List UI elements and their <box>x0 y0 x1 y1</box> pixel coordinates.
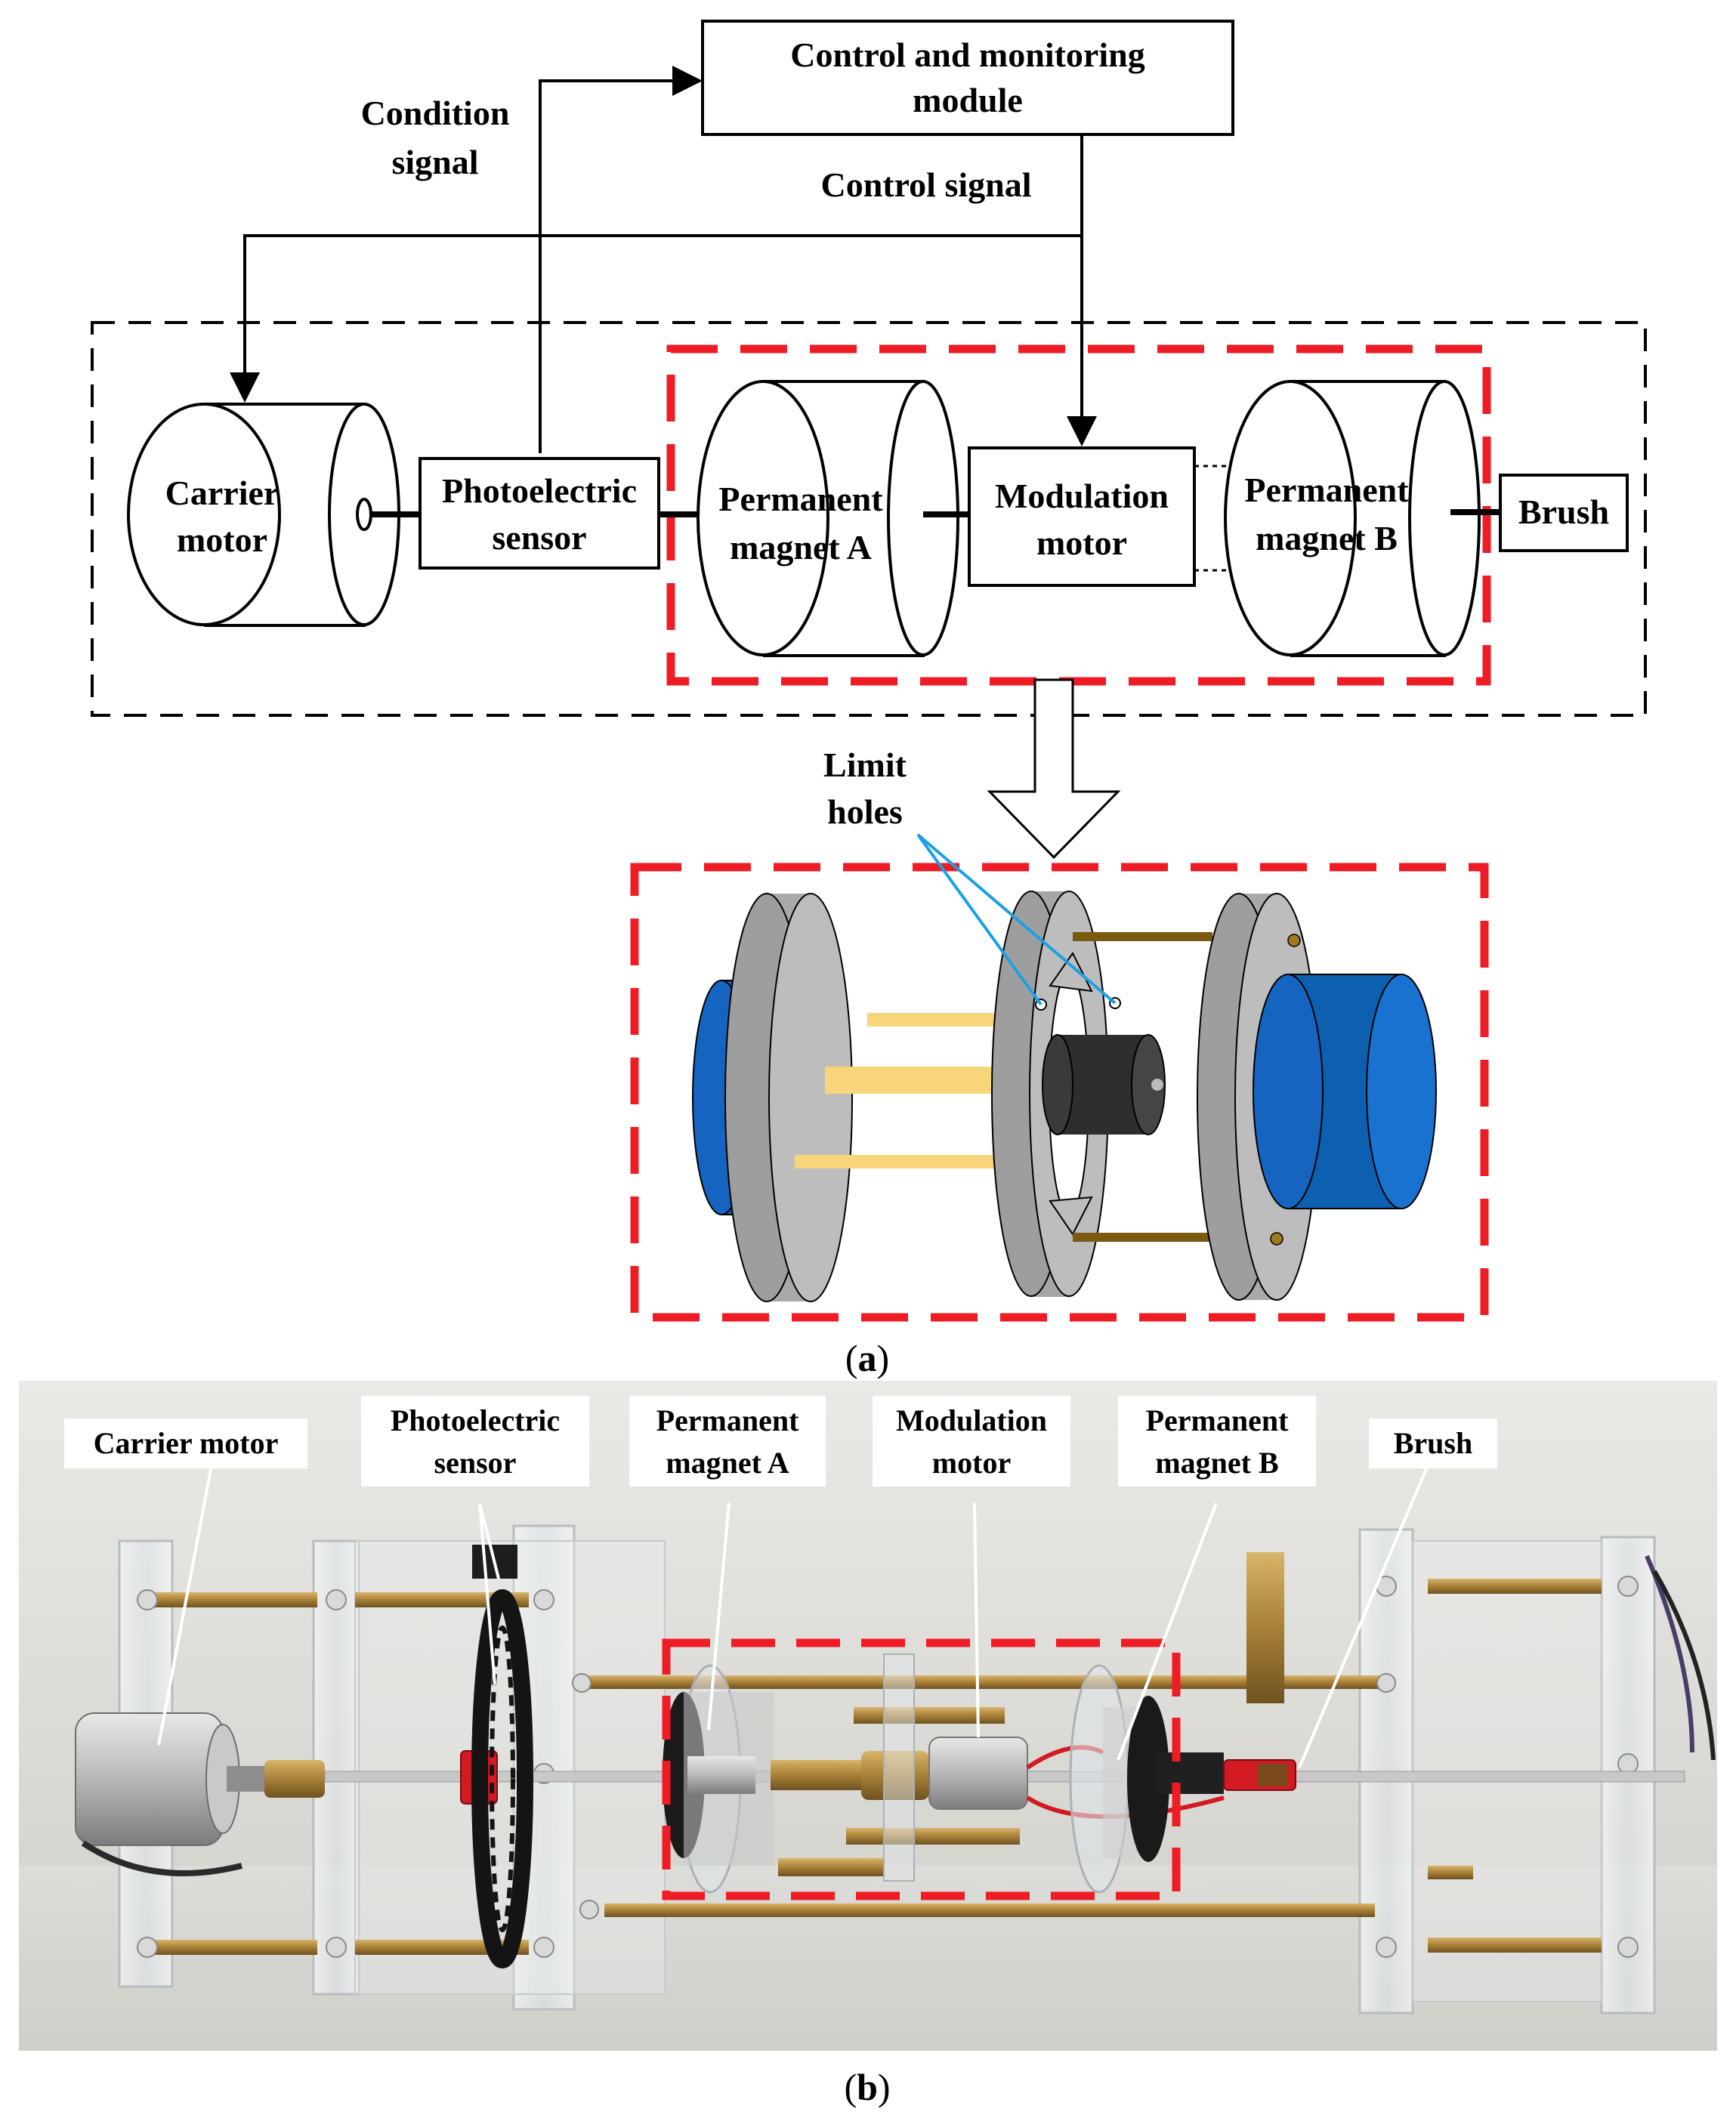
photoelectric-sensor-box <box>419 457 660 570</box>
system-boundary <box>91 321 1647 717</box>
disc-a <box>724 893 853 1302</box>
exploded-view-boundary <box>630 863 1489 1322</box>
carrier-motor-label-line2: motor <box>177 520 267 559</box>
photo-modulation-motor <box>771 1653 1225 1882</box>
photo-modulation-highlight <box>662 1638 1181 1900</box>
photo-brush <box>1223 1555 1716 1791</box>
label-box-brush <box>1369 1419 1497 1468</box>
carrier-motor-cylinder <box>127 403 400 627</box>
photo-carrier-motor <box>75 1712 272 1876</box>
carrier-motor-shaft-hole <box>356 498 372 531</box>
condition-signal-label-line1: Condition <box>361 94 510 132</box>
photo-label-magnet-a-line2: magnet A <box>666 1446 789 1480</box>
photoelectric-sensor-label-line1: Photoelectric <box>442 471 637 510</box>
control-monitoring-module-box <box>701 20 1234 136</box>
condition-signal-label-line2: signal <box>391 143 478 181</box>
panel-b-photo: Carrier motor Photoelectric sensor Perma… <box>19 1381 1717 2051</box>
photo-magnet-a <box>663 1664 774 1894</box>
photo-label-modulation-line2: motor <box>932 1446 1011 1480</box>
photo-label-magnet-b-line1: Permanent <box>1146 1403 1290 1437</box>
control-module-label-line2: module <box>913 81 1023 119</box>
photo-leader-lines <box>157 1465 1429 1768</box>
permanent-magnet-a-label-line2: magnet A <box>730 528 872 567</box>
brush-label: Brush <box>1518 492 1609 531</box>
photo-label-photoelectric-line1: Photoelectric <box>391 1403 560 1437</box>
label-box-magnet-b <box>1118 1396 1316 1487</box>
caption-a: (a) <box>845 1337 889 1379</box>
control-module-label-line1: Control and monitoring <box>790 36 1144 74</box>
carrier-motor-label-line1: Carrier <box>165 474 280 512</box>
photoelectric-sensor-label-line2: sensor <box>492 518 586 557</box>
photo-label-modulation-line1: Modulation <box>896 1403 1047 1437</box>
permanent-magnet-a-label-line1: Permanent <box>718 480 883 518</box>
photo-magnet-b <box>1069 1664 1224 1894</box>
control-signal-label: Control signal <box>820 165 1031 204</box>
photo-coupling <box>264 1760 325 1798</box>
photo-label-brush: Brush <box>1394 1426 1473 1460</box>
modulation-motor-box <box>968 446 1196 587</box>
condition-signal-arrow <box>539 66 703 453</box>
label-box-carrier-motor <box>64 1419 307 1468</box>
brush-box <box>1499 474 1629 552</box>
caption-b: (b) <box>844 2066 890 2108</box>
limit-holes-leader-1 <box>916 833 1043 1006</box>
modulation-motor-shaft <box>1042 1034 1166 1135</box>
photo-label-photoelectric-line2: sensor <box>434 1446 517 1480</box>
magnet-b-blue-cylinder <box>1253 974 1437 1209</box>
limit-holes-label-line2: holes <box>827 792 903 831</box>
permanent-magnet-a-cylinder <box>697 380 959 657</box>
control-signal-to-carrier-arrow <box>230 234 1082 403</box>
screw-heads <box>137 1576 1639 1958</box>
expand-arrow <box>987 678 1121 860</box>
modulation-motor-label-line1: Modulation <box>995 477 1169 515</box>
label-box-magnet-a <box>629 1396 826 1487</box>
label-box-modulation-motor <box>873 1396 1070 1487</box>
photo-label-carrier-motor: Carrier motor <box>94 1426 279 1460</box>
limit-holes-label-line1: Limit <box>823 746 907 784</box>
photo-label-magnet-a-line1: Permanent <box>656 1403 800 1437</box>
permanent-magnet-b-cylinder <box>1224 380 1481 657</box>
label-box-photoelectric-sensor <box>361 1396 589 1487</box>
photo-label-magnet-b-line2: magnet B <box>1155 1446 1278 1480</box>
exploded-3d-view <box>692 833 1437 1302</box>
panel-a-block-diagram: Control and monitoring module Condition … <box>91 20 1647 1379</box>
limit-holes-leader-2 <box>916 833 1117 1005</box>
modulation-motor-label-line2: motor <box>1036 523 1127 562</box>
permanent-magnet-b-label-line1: Permanent <box>1244 471 1409 509</box>
permanent-magnet-b-label-line2: magnet B <box>1256 519 1398 557</box>
